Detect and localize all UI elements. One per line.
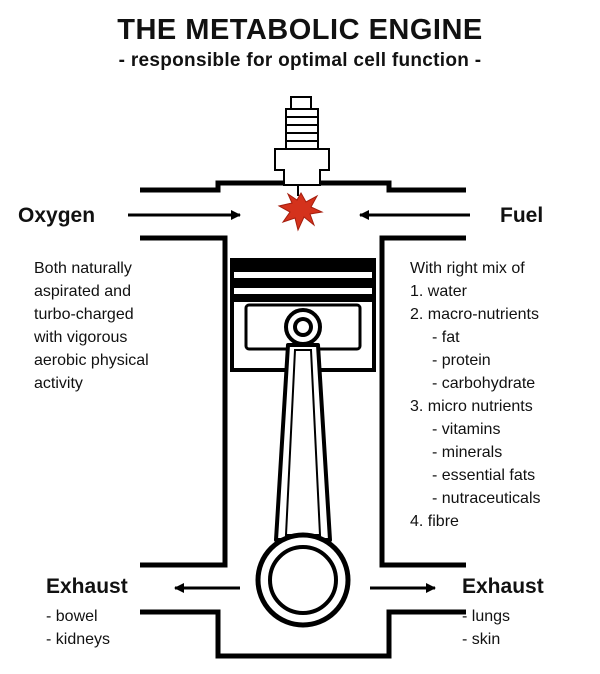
fuel-label: Fuel	[500, 204, 544, 227]
fuel-intro: With right mix of	[410, 260, 525, 277]
exhaust-right-list: - lungs - skin	[462, 605, 510, 651]
exhaust-right-item: - lungs	[462, 608, 511, 625]
fuel-subitem: - protein	[432, 352, 491, 369]
fuel-subitem: - fat	[432, 329, 460, 346]
diagram-subtitle: - responsible for optimal cell function …	[118, 50, 482, 71]
exhaust-right-item: - skin	[462, 631, 501, 648]
oxygen-label: Oxygen	[18, 204, 96, 227]
oxygen-line: aerobic physical	[34, 352, 149, 369]
spark-icon	[277, 191, 324, 232]
oxygen-line: Both naturally	[34, 260, 132, 277]
exhaust-left-list: - bowel - kidneys	[46, 605, 110, 651]
fuel-subitem: - essential fats	[432, 467, 536, 484]
exhaust-right-label: Exhaust	[462, 575, 544, 598]
oxygen-description: Both naturally aspirated and turbo-charg…	[34, 257, 149, 395]
diagram-title: THE METABOLIC ENGINE	[117, 14, 483, 46]
exhaust-left-item: - bowel	[46, 608, 98, 625]
exhaust-left-item: - kidneys	[46, 631, 111, 648]
fuel-subitem: - carbohydrate	[432, 375, 536, 392]
fuel-item: 3. micro nutrients	[410, 398, 533, 415]
fuel-subitem: - vitamins	[432, 421, 501, 438]
piston-icon	[230, 258, 376, 628]
spark-plug-icon	[274, 96, 330, 196]
exhaust-left-label: Exhaust	[46, 575, 128, 598]
oxygen-line: turbo-charged	[34, 306, 134, 323]
fuel-subitem: - nutraceuticals	[432, 490, 541, 507]
fuel-item: 1. water	[410, 283, 467, 300]
fuel-description: With right mix of 1. water 2. macro-nutr…	[410, 257, 541, 533]
oxygen-line: with vigorous	[34, 329, 128, 346]
fuel-item: 2. macro-nutrients	[410, 306, 539, 323]
oxygen-line: activity	[34, 375, 83, 392]
fuel-subitem: - minerals	[432, 444, 503, 461]
oxygen-line: aspirated and	[34, 283, 131, 300]
fuel-item: 4. fibre	[410, 513, 459, 530]
